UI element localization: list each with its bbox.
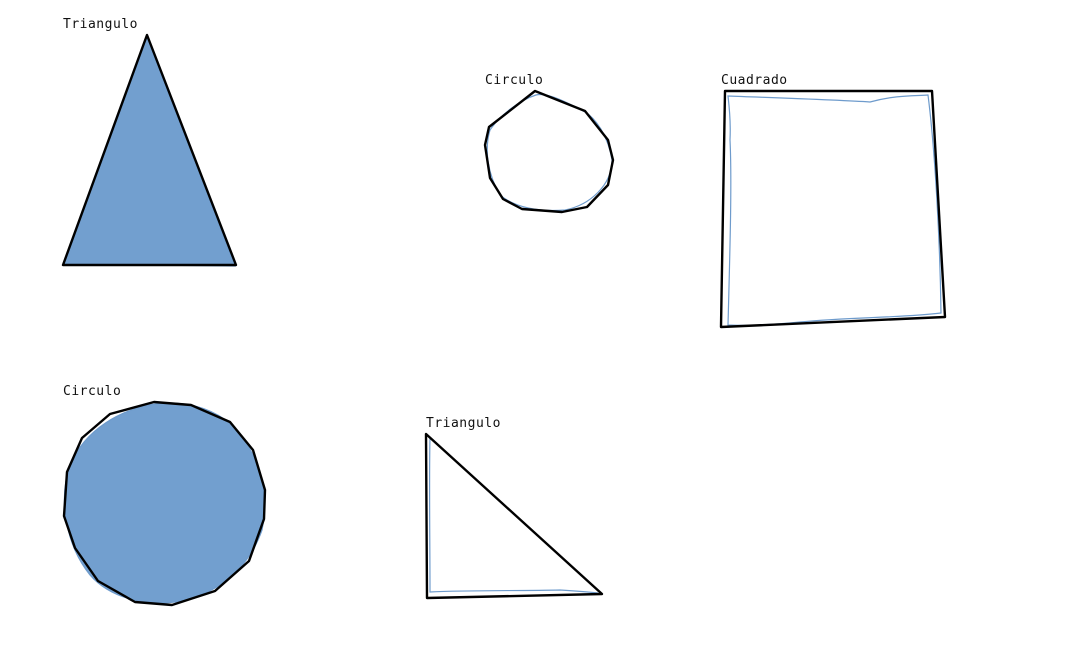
shape-label-triangle-outline: Triangulo — [426, 416, 501, 431]
circle-filled-outline — [62, 400, 267, 607]
shape-label-square-outline: Cuadrado — [721, 73, 788, 88]
triangle-outline-outline — [424, 432, 604, 600]
circle-outline-trace — [486, 93, 613, 212]
shape-circle-outline: Circulo — [483, 73, 615, 214]
square-outline-trace — [727, 94, 942, 326]
shape-triangle-filled: Triangulo — [61, 17, 238, 267]
shape-label-triangle-filled: Triangulo — [63, 17, 138, 32]
circle-outline-outline — [483, 89, 615, 214]
triangle-outline-trace — [428, 437, 599, 594]
shape-label-circle-outline: Circulo — [485, 73, 543, 88]
shape-label-circle-filled: Circulo — [63, 384, 121, 399]
triangle-filled-sketch — [63, 35, 236, 267]
shape-square-outline: Cuadrado — [719, 73, 947, 329]
triangle-filled-outline — [61, 33, 238, 267]
square-outline-outline — [719, 89, 947, 329]
shape-circle-filled: Circulo — [62, 384, 267, 607]
shape-triangle-outline: Triangulo — [424, 416, 604, 600]
